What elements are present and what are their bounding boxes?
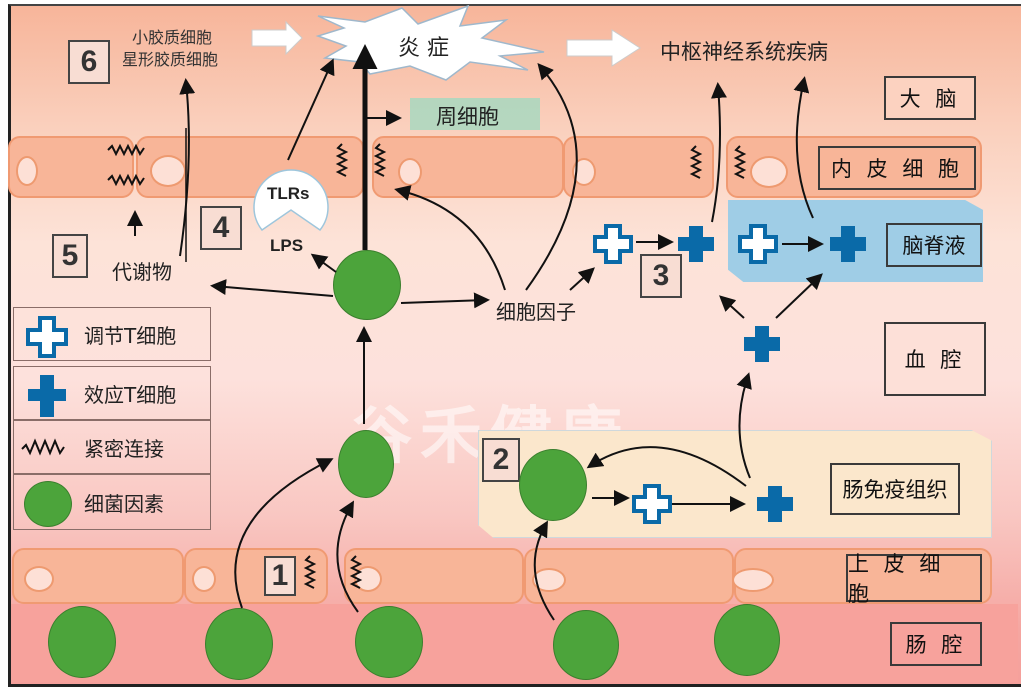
tight-junction-icon — [335, 143, 349, 177]
bacterial-factor-icon — [24, 481, 72, 527]
arrow-lumen-to-immune-bacteria — [533, 520, 555, 621]
step-number-6: 6 — [68, 40, 110, 84]
tight-junction-icon — [303, 555, 317, 589]
legend-label: 调节T细胞 — [84, 323, 177, 348]
legend-item-bacterial-factor: 细菌因素 — [13, 474, 211, 530]
bacterial-factor-lumen — [355, 606, 423, 678]
legend-item-regulatory-t-cell: 调节T细胞 — [13, 307, 211, 361]
pericyte-label: 周细胞 — [436, 105, 499, 129]
step-number-3: 3 — [640, 254, 682, 298]
region-label-gut-immune: 肠免疫组织 — [830, 463, 960, 515]
cell-nucleus — [192, 566, 216, 592]
tight-junction-icon — [21, 438, 65, 456]
arrow-bacteria-to-lps — [310, 253, 337, 273]
bacterial-factor-lumen — [553, 610, 619, 680]
pericyte-box — [410, 98, 540, 130]
tight-junction-icon — [349, 555, 363, 589]
astrocyte-label: 星形胶质细胞 — [122, 50, 219, 69]
legend-label: 效应T细胞 — [84, 382, 177, 407]
inflammation-label: 炎 症 — [398, 36, 449, 61]
cell-nucleus — [24, 566, 54, 592]
gut-lumen-zone — [11, 604, 1018, 682]
lps-label: LPS — [270, 236, 304, 255]
arrow-cytokines-to-junction — [394, 185, 506, 291]
bacterial-factor-lumen — [48, 606, 116, 678]
tight-junction-icon — [107, 173, 145, 187]
arrow-lumen-through-junction — [336, 500, 359, 613]
bacterial-factor-mid — [338, 430, 394, 498]
tight-junction-icon — [689, 145, 703, 179]
region-label-endothelial: 内 皮 细 胞 — [818, 146, 976, 190]
effector-t-cell-icon — [28, 375, 66, 417]
cell-nucleus — [16, 156, 38, 186]
endothelial-cell — [136, 136, 364, 198]
step-number-1: 1 — [264, 556, 296, 596]
arrow-bacteria-to-cytokines — [400, 292, 490, 309]
arrow-cytokines-to-treg — [569, 267, 595, 291]
arrow-blood-teff-to-csf-teff — [775, 273, 823, 319]
legend-label: 细菌因素 — [84, 491, 164, 516]
arrow-teff-to-cns — [710, 82, 727, 223]
cell-nucleus — [150, 155, 186, 187]
bacterial-factor-immune — [519, 449, 587, 521]
region-label-blood: 血 腔 — [884, 322, 986, 396]
hollow-arrow-glia-to-inflammation — [251, 20, 303, 56]
regulatory-t-cell-icon — [26, 316, 68, 358]
region-label-gut-lumen: 肠 腔 — [890, 622, 982, 666]
arrow-tlr-to-inflammation — [287, 58, 335, 161]
step-number-4: 4 — [200, 206, 242, 250]
cytokines-label: 细胞因子 — [496, 300, 576, 324]
step-number-2: 2 — [482, 438, 520, 482]
cell-nucleus — [732, 568, 774, 592]
region-label-csf: 脑脊液 — [886, 223, 982, 267]
bacterial-factor-central — [333, 250, 401, 320]
hollow-arrow-to-cns-disease — [566, 29, 641, 67]
tight-junction-icon — [107, 143, 145, 157]
bacterial-factor-lumen — [714, 604, 780, 676]
cns-disease-label: 中枢神经系统疾病 — [660, 40, 828, 64]
cell-nucleus — [750, 156, 788, 188]
legend-item-effector-t-cell: 效应T细胞 — [13, 366, 211, 420]
arrow-cytokines-to-inflammation — [525, 62, 578, 291]
arrow-metabolites-to-glia — [179, 78, 196, 257]
cell-nucleus — [398, 158, 422, 186]
bacterial-factor-lumen — [205, 608, 273, 680]
step-number-5: 5 — [52, 234, 88, 278]
arrow-lumen-to-mid-bacteria — [234, 458, 334, 609]
tight-junction-icon — [373, 143, 387, 177]
region-label-epithelial: 上 皮 细 胞 — [846, 552, 982, 606]
arrow-csf-teff-to-cns — [793, 76, 814, 219]
arrow-bacteria-to-metabolites — [210, 279, 334, 297]
tight-junction-icon — [733, 145, 747, 179]
legend-label: 紧密连接 — [84, 436, 164, 461]
region-label-brain: 大 脑 — [884, 76, 976, 120]
microglia-label: 小胶质细胞 — [132, 28, 213, 47]
arrow-blood-teff-to-brain-teff — [719, 295, 745, 319]
tlr-receptor-shape — [253, 169, 329, 232]
tlrs-label: TLRs — [267, 184, 310, 203]
arrow-immune-teff-to-blood — [736, 372, 752, 479]
legend-item-tight-junction: 紧密连接 — [13, 420, 211, 474]
arrow-teff-to-bacteria — [586, 446, 747, 487]
metabolites-label: 代谢物 — [112, 260, 172, 284]
